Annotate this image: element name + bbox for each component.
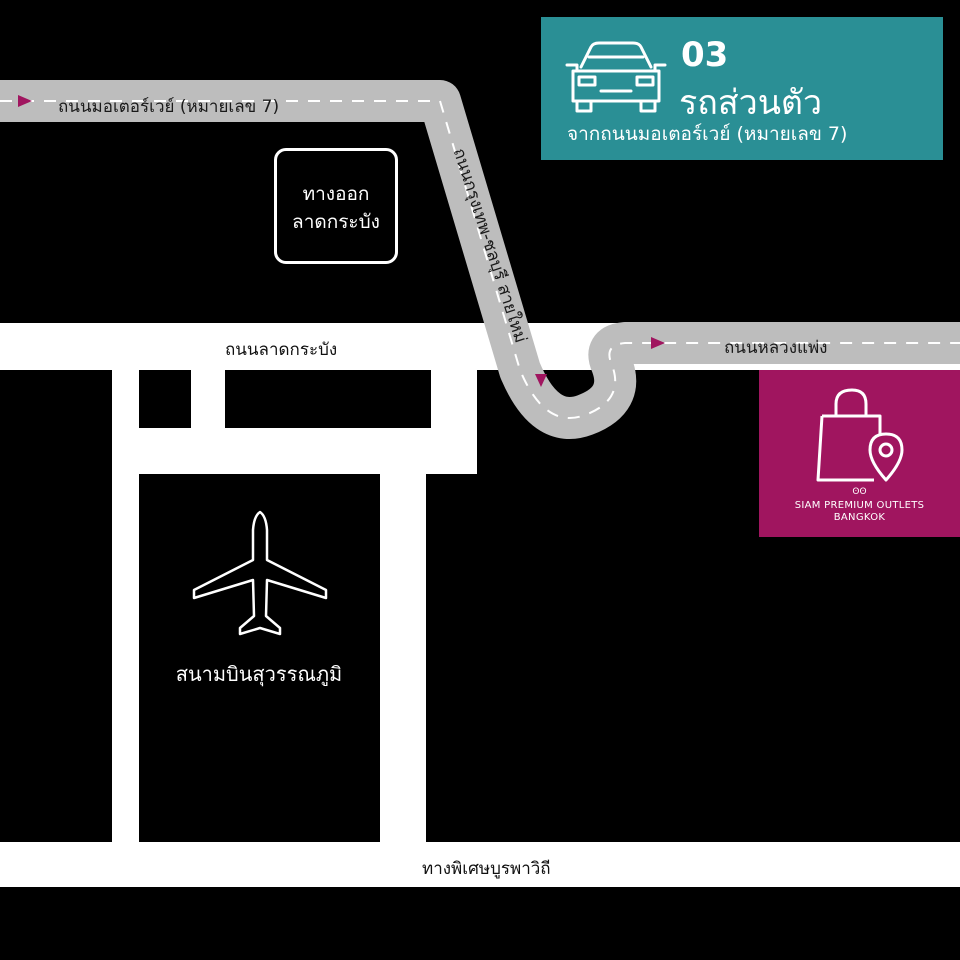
luang-phaeng-road-label: ถนนหลวงแพ่ง	[724, 338, 828, 358]
exit-label-line2: ลาดกระบัง	[292, 211, 380, 233]
car-icon	[565, 41, 667, 113]
shopping-bag-location-icon	[816, 388, 904, 482]
direction-arrows	[18, 95, 665, 387]
exit-label-line1: ทางออก	[302, 183, 370, 205]
motorway-road-label: ถนนมอเตอร์เวย์ (หมายเลข 7)	[58, 97, 280, 117]
route-dashes	[0, 100, 960, 419]
airport-east-road-upper	[431, 368, 477, 474]
route-number: 03	[681, 35, 729, 75]
lat-krabang-road-label: ถนนลาดกระบัง	[225, 340, 338, 360]
airport-north-road	[112, 428, 477, 474]
route-path	[0, 80, 960, 439]
outlets-logo: ʘʘ	[852, 487, 867, 497]
airport-mid-road	[191, 368, 225, 428]
arrow-chonburi	[535, 374, 547, 387]
arrow-luang-phaeng	[651, 337, 665, 349]
outlets-name-line2: BANGKOK	[833, 512, 886, 523]
airport-east-road	[380, 472, 426, 843]
route-header: 03 รถส่วนตัว จากถนนมอเตอร์เวย์ (หมายเลข …	[541, 17, 943, 160]
exit-lat-krabang-box: ทางออก ลาดกระบัง	[274, 148, 398, 264]
route-subtitle: จากถนนมอเตอร์เวย์ (หมายเลข 7)	[567, 123, 848, 145]
siam-premium-outlets-marker[interactable]: ʘʘ SIAM PREMIUM OUTLETS BANGKOK	[759, 370, 960, 537]
arrow-motorway	[18, 95, 32, 107]
airport-label: สนามบินสุวรรณภูมิ	[175, 662, 343, 686]
burapha-withi-road	[0, 842, 960, 887]
burapha-withi-road-label: ทางพิเศษบูรพาวิถี	[422, 859, 551, 879]
outlets-name-line1: SIAM PREMIUM OUTLETS	[794, 500, 925, 511]
airplane-icon	[192, 510, 328, 636]
route-title: รถส่วนตัว	[679, 83, 823, 123]
